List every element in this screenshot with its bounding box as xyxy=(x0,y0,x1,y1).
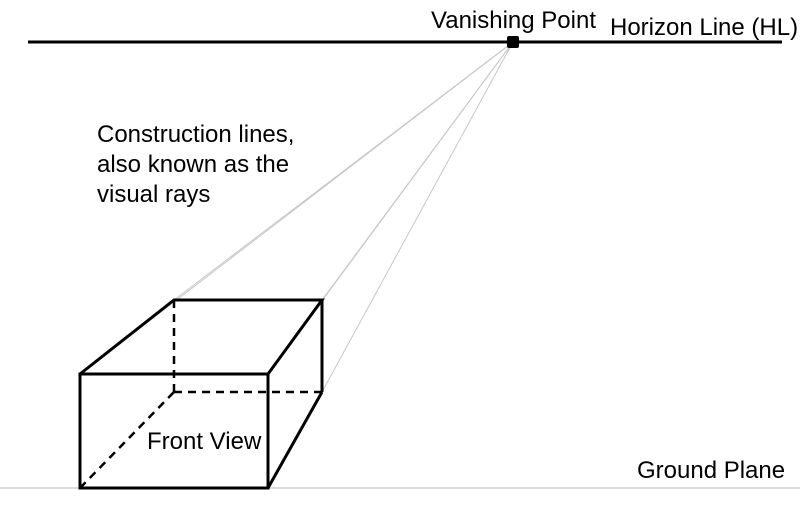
visual-ray xyxy=(321,41,514,301)
visual-ray xyxy=(321,41,514,393)
box-front-face xyxy=(78,372,270,490)
visual-ray xyxy=(173,41,514,301)
box-top-face xyxy=(79,298,325,376)
ground-plane-label: Ground Plane xyxy=(637,457,785,484)
vanishing-point-label: Vanishing Point xyxy=(431,7,596,34)
box-right-bottom-depth xyxy=(266,391,324,489)
construction-lines-label-line-2: also known as the xyxy=(97,151,289,178)
perspective-box xyxy=(78,298,325,490)
horizon-line-label: Horizon Line (HL) xyxy=(610,14,798,41)
vanishing-point-marker xyxy=(507,36,519,48)
construction-lines-label-line-3: visual rays xyxy=(97,181,210,208)
front-view-label: Front View xyxy=(147,428,262,455)
visual-rays xyxy=(79,41,514,393)
construction-lines-label-line-1: Construction lines, xyxy=(97,121,294,148)
